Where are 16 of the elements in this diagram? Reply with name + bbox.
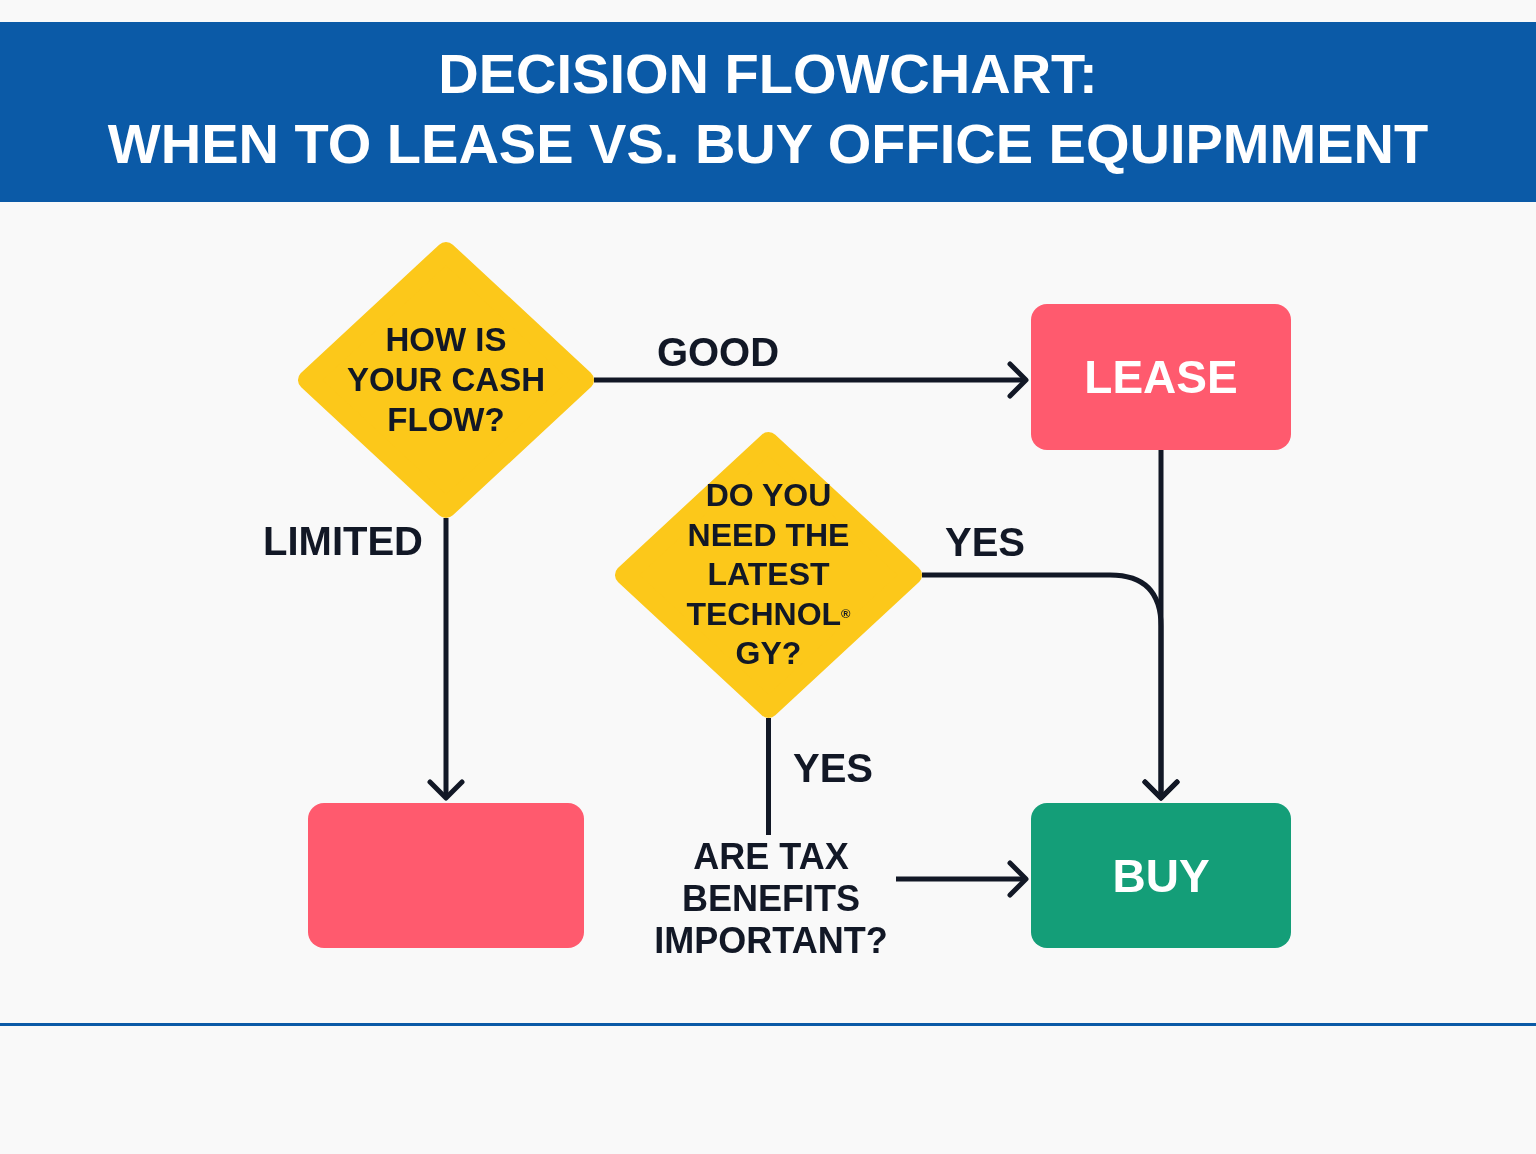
- process-box: [308, 803, 584, 948]
- outcome-label: LEASE: [1084, 350, 1238, 405]
- question-text: HOW IS YOUR CASH FLOW?: [346, 320, 546, 440]
- arrow: [427, 518, 465, 801]
- decision-diamond: [615, 432, 922, 718]
- outcome-box: [1031, 304, 1291, 450]
- connector-line: [766, 718, 771, 835]
- outcome-label: BUY: [1112, 848, 1210, 904]
- decision-diamond: [298, 242, 594, 518]
- question-text: ARE TAX BENEFITS IMPORTANT?: [646, 835, 896, 963]
- arrow: [896, 860, 1029, 898]
- title: DECISION FLOWCHART: WHEN TO LEASE VS. BUY OFFICE EQUIPMMENT: [107, 41, 1429, 177]
- arrow: [922, 572, 1180, 801]
- outcome-box: [1031, 803, 1291, 948]
- question-text: DO YOU NEED THE LATEST TECHNOL$^{®}$ GY?: [685, 476, 852, 674]
- arrow: [594, 361, 1029, 399]
